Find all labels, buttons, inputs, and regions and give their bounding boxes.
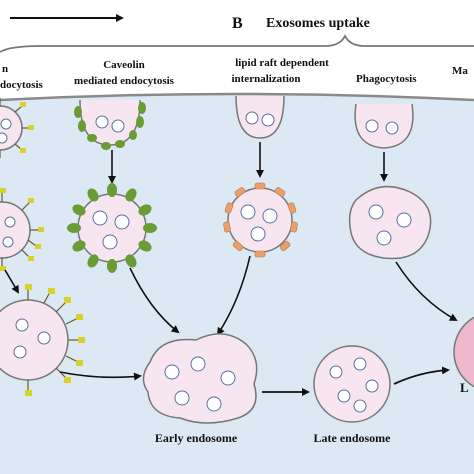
phagosome [348, 185, 432, 260]
early-endosome [142, 333, 258, 424]
arrow-late-to-lysosome [393, 366, 450, 385]
arrow-lipid-to-early [216, 255, 251, 336]
clathrin-label-line1: n [2, 63, 8, 75]
caveolin-pit [74, 99, 146, 150]
arrow-clathrin-to-early [59, 371, 142, 381]
late-endosome [313, 345, 391, 423]
section-title: Exosomes uptake [266, 16, 370, 31]
section-bracket [0, 33, 474, 53]
arrow-phago-to-lysosome [395, 261, 458, 321]
caveolin-label-line1: Caveolin [103, 59, 145, 71]
caveolin-label-line2: mediated endocytosis [74, 75, 175, 87]
clathrin-pit [0, 98, 34, 158]
clathrin-coated-vesicle-large [0, 284, 85, 396]
arrow-clathrin-down-1 [4, 269, 20, 294]
late-endosome-label: Late endosome [314, 431, 392, 445]
lipid-raft-vesicle [223, 182, 298, 258]
caveosome [67, 183, 157, 273]
lipid-raft-pit [235, 95, 285, 139]
clathrin-label-line2: docytosis [0, 79, 44, 91]
clathrin-vesicle [0, 188, 44, 271]
early-endosome-label: Early endosome [155, 431, 238, 445]
cell-membrane [0, 92, 474, 102]
panel-letter: B [232, 15, 243, 32]
macropinocytosis-label-partial: Ma [452, 65, 468, 77]
phagocytic-cup [354, 103, 414, 149]
lipid-raft-label-line2: internalization [231, 73, 300, 85]
lipid-raft-label-line1: lipid raft dependent [235, 57, 329, 69]
lysosome-label-partial: L [460, 380, 469, 395]
phagocytosis-label: Phagocytosis [356, 73, 417, 85]
arrow-caveolin-to-early [129, 267, 180, 334]
lysosome [453, 316, 474, 388]
